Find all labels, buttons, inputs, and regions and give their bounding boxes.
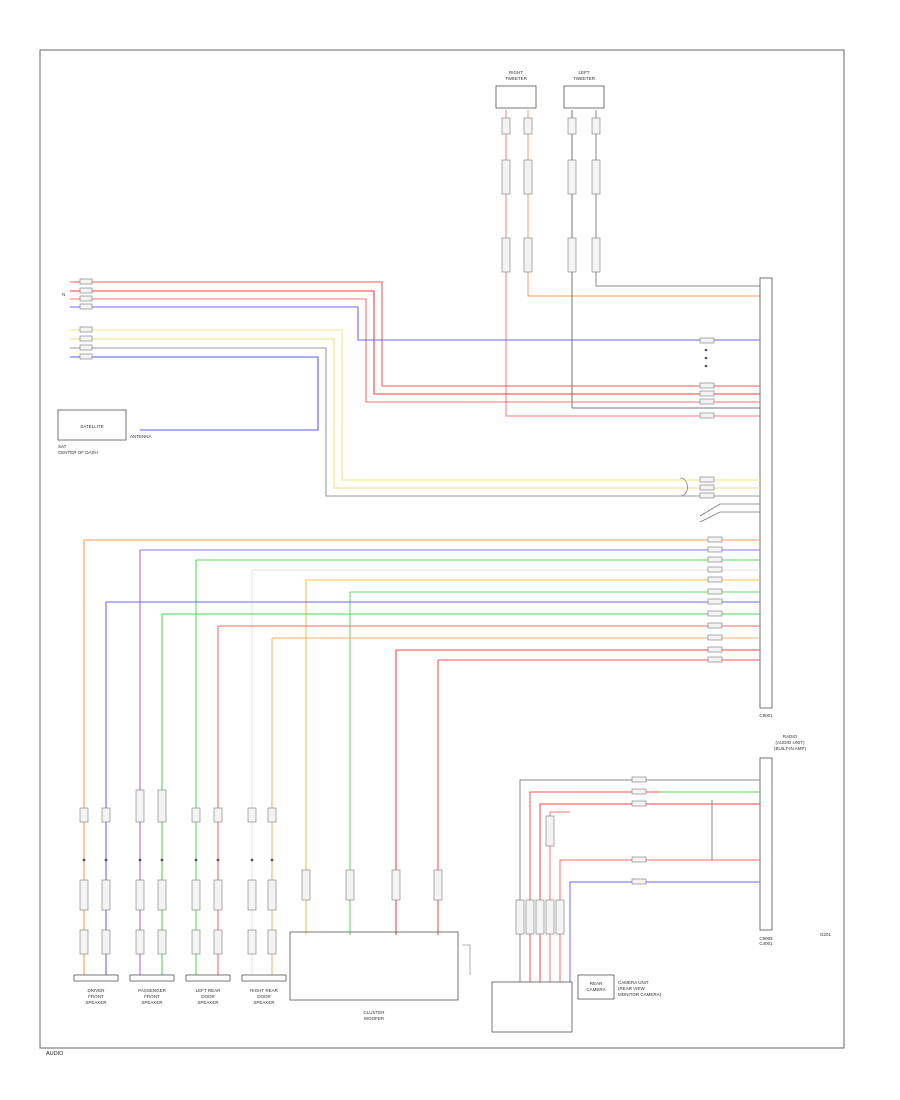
camera-label-2: (REAR VIEW: [618, 986, 646, 991]
radio-name-3: (BUILT-IN AMP): [774, 746, 806, 751]
radio-name-2: (AUDIO UNIT): [776, 740, 805, 745]
speaker-harness: [83, 539, 760, 975]
camera-inline-connectors: [515, 776, 647, 935]
driver-speaker-label3: SPEAKER: [85, 1000, 107, 1005]
right-tweeter: RIGHT TWEETER: [495, 70, 537, 109]
left-tweeter-label2: TWEETER: [573, 76, 596, 81]
camera-label-1: CAMERA UNIT: [618, 980, 649, 985]
radio-connector-tag: C9001: [759, 713, 773, 718]
radio-connector-tag-2: C4001: [759, 941, 773, 946]
radio-unit: C9001 RADIO (AUDIO UNIT) (BUILT-IN AMP) …: [759, 277, 806, 941]
left-rear-speaker: LEFT REAR DOOR SPEAKER: [185, 974, 231, 1005]
speaker-harness-tags: [707, 536, 723, 663]
radio-name-1: RADIO: [783, 734, 798, 739]
right-rear-speaker-label2: DOOR: [257, 994, 271, 999]
camera-label-3: MONITOR CAMERA): [618, 992, 662, 997]
harness-mark: N: [62, 292, 65, 297]
driver-front-speaker: DRIVER FRONT SPEAKER: [73, 974, 119, 1005]
radio-b-tag: C9008: [759, 936, 773, 941]
passenger-speaker-label2: FRONT: [144, 994, 160, 999]
page-tag: AUDIO: [46, 1051, 64, 1057]
speaker-inline-connectors: [79, 789, 443, 955]
tweeter-connectors: [501, 117, 601, 273]
upper-harness: [70, 281, 760, 403]
subwoofer: CLUSTER WOOFER: [289, 931, 471, 1021]
left-tweeter-label: LEFT: [578, 70, 589, 75]
left-tweeter: LEFT TWEETER: [563, 70, 605, 109]
speaker-splice-dots: [82, 858, 274, 862]
driver-speaker-label2: FRONT: [88, 994, 104, 999]
right-tweeter-label2: TWEETER: [505, 76, 528, 81]
satellite-antenna: SATELLITE ANTENNA SAT CENTER OF DASH: [57, 409, 152, 455]
passenger-front-speaker: PASSENGER FRONT SPEAKER: [129, 974, 175, 1005]
camera-tag2: CAMERA: [586, 987, 605, 992]
subwoofer-label2: WOOFER: [364, 1016, 385, 1021]
driver-speaker-label: DRIVER: [87, 988, 105, 993]
harness-tags: [79, 278, 715, 499]
right-rear-speaker-label3: SPEAKER: [253, 1000, 275, 1005]
satellite-module-label2: ANTENNA: [130, 434, 152, 439]
left-rear-speaker-label2: DOOR: [201, 994, 215, 999]
camera-tag: REAR: [590, 981, 603, 986]
satellite-caption: SAT: [58, 444, 67, 449]
left-rear-speaker-label: LEFT REAR: [196, 988, 221, 993]
passenger-speaker-label: PASSENGER: [138, 988, 166, 993]
middle-harness: [70, 329, 760, 497]
right-rear-speaker-label: RIGHT REAR: [250, 988, 278, 993]
passenger-speaker-label3: SPEAKER: [141, 1000, 163, 1005]
tweeter-wires: [505, 110, 760, 417]
diagram-frame: [39, 49, 845, 1049]
left-rear-speaker-label3: SPEAKER: [197, 1000, 219, 1005]
mic-lead: [679, 477, 760, 523]
rear-camera-unit: REAR CAMERA CAMERA UNIT (REAR VIEW MONIT…: [491, 974, 662, 1033]
right-rear-speaker: RIGHT REAR DOOR SPEAKER: [241, 974, 287, 1005]
satellite-module-label: SATELLITE: [80, 424, 103, 429]
ground-tag: G201: [820, 932, 832, 937]
right-tweeter-label: RIGHT: [509, 70, 523, 75]
subwoofer-label: CLUSTER: [363, 1010, 385, 1015]
satellite-caption2: CENTER OF DASH: [58, 450, 98, 455]
harness-dots: [704, 348, 708, 368]
